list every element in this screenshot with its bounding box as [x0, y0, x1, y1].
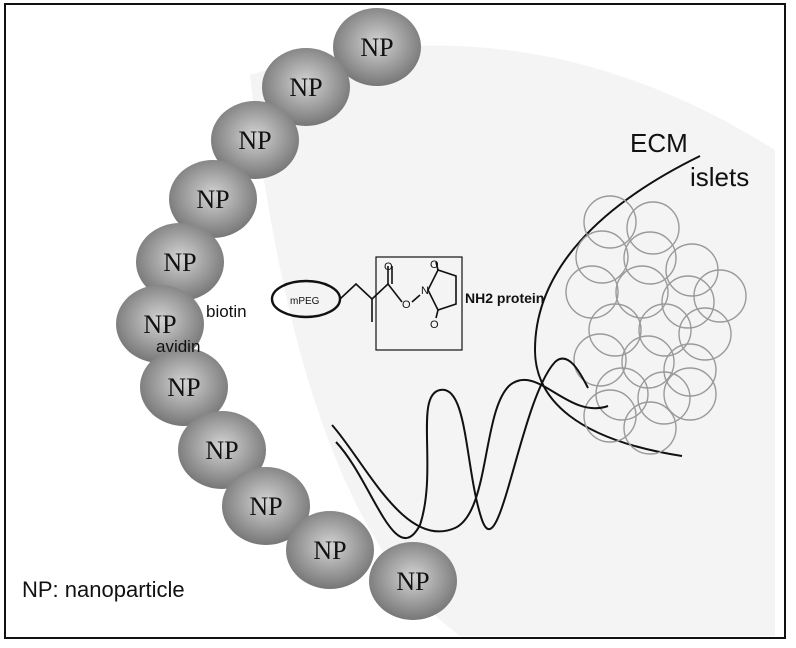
nanoparticle: NP	[136, 223, 224, 301]
nanoparticle: NP	[333, 8, 421, 86]
ring-oxygen-top-label: O	[430, 259, 439, 271]
islet-cell	[637, 371, 691, 425]
nanoparticle-label: NP	[396, 567, 429, 596]
islet-cell	[575, 230, 629, 284]
nanoparticle-sphere	[222, 467, 310, 545]
nanoparticle-label: NP	[205, 436, 238, 465]
islet-cell	[678, 307, 732, 361]
islet-cell	[661, 275, 715, 329]
figure-frame	[4, 3, 786, 639]
linker-chain	[339, 282, 389, 301]
nanoparticle-sphere	[116, 285, 204, 363]
islets-label: islets	[690, 162, 749, 192]
nanoparticle: NP	[369, 542, 457, 620]
islet-cell	[583, 389, 637, 443]
avidin-label: avidin	[156, 337, 200, 356]
imide-nitrogen-label: N	[421, 285, 429, 297]
nanoparticle-label: NP	[249, 492, 282, 521]
ring-oxygen-bottom-label: O	[430, 319, 439, 331]
nanoparticle-label: NP	[163, 248, 196, 277]
nanoparticle: NP	[211, 101, 299, 179]
nanoparticle-sphere	[169, 160, 257, 238]
linker-molecule	[270, 256, 463, 351]
ecm-label: ECM	[630, 128, 688, 158]
nanoparticle: NP	[286, 511, 374, 589]
islet-cell	[623, 231, 677, 285]
nanoparticle-label: NP	[143, 310, 176, 339]
biotin-label: biotin	[206, 302, 247, 321]
ecm-fiber-1	[331, 378, 609, 533]
islet-cell	[693, 269, 747, 323]
ecm-halo	[250, 45, 775, 637]
nanoparticle: NP	[262, 48, 350, 126]
ester-oxygen-label: O	[402, 299, 411, 311]
ecm-fiber-2	[335, 357, 589, 540]
nanoparticle-label: NP	[289, 73, 322, 102]
islet-cell	[623, 401, 677, 455]
islet-cell	[663, 367, 717, 421]
succinimide-ring	[427, 269, 457, 311]
ring-carbonyl-bottom	[435, 309, 439, 319]
nanoparticle-sphere	[136, 223, 224, 301]
nanoparticle-sphere	[178, 411, 266, 489]
islet-cell	[583, 195, 637, 249]
nanoparticle-sphere	[333, 8, 421, 86]
islet-cell	[638, 303, 692, 357]
nanoparticle: NP	[169, 160, 257, 238]
islet-cell	[573, 333, 627, 387]
nanoparticle-label: NP	[360, 33, 393, 62]
nanoparticle: NP	[140, 348, 228, 426]
islet-cell	[588, 303, 642, 357]
nanoparticle-label: NP	[313, 536, 346, 565]
nanoparticle-sphere	[140, 348, 228, 426]
islet-cluster	[565, 195, 747, 455]
nanoparticle-sphere	[262, 48, 350, 126]
mpeg-label: mPEG	[290, 296, 320, 307]
nanoparticle-sphere	[211, 101, 299, 179]
nanoparticle: NP	[178, 411, 266, 489]
carbonyl-oxygen-label: O	[384, 261, 393, 273]
islet-cell	[626, 201, 680, 255]
nanoparticle-sphere	[286, 511, 374, 589]
nanoparticle: NP	[116, 285, 204, 363]
nanoparticle-sphere	[369, 542, 457, 620]
nanoparticle-label: NP	[167, 373, 200, 402]
o-n-bond	[411, 294, 421, 303]
nanoparticle-chain: NP NP NP NP NP NP NP NP NP NP NP	[116, 8, 457, 620]
nhs-ester-box	[375, 256, 463, 351]
nanoparticle-label: NP	[238, 126, 271, 155]
nh2-protein-label: NH2 protein	[465, 290, 544, 306]
nanoparticle: NP	[222, 467, 310, 545]
ester-bond	[387, 283, 403, 303]
ring-carbonyl-top	[435, 261, 439, 271]
nanoparticle-label: NP	[196, 185, 229, 214]
legend-text: NP: nanoparticle	[22, 577, 185, 602]
ecm-boundary-curve	[533, 155, 701, 457]
